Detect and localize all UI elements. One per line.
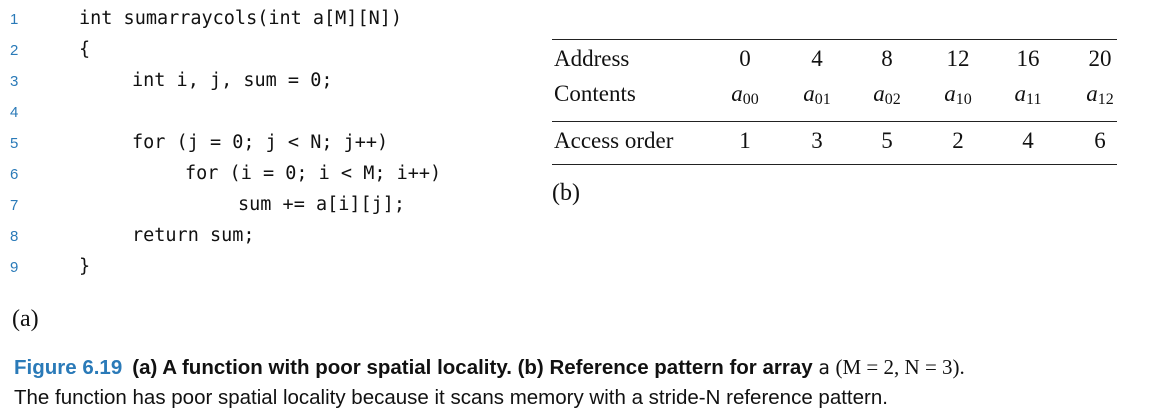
address-cell: 0 (739, 46, 751, 71)
contents-row-label: Contents (554, 81, 636, 106)
table-rule-bottom (552, 164, 1117, 165)
address-row: Address 0 4 8 12 16 20 (552, 46, 1117, 76)
contents-cell: a00 (731, 81, 759, 108)
code-text: int i, j, sum = 0; (132, 70, 333, 91)
line-number: 4 (10, 104, 19, 121)
line-number: 5 (10, 135, 19, 152)
access-order-cell: 5 (881, 128, 893, 153)
code-text: sum += a[i][j]; (238, 194, 406, 215)
access-order-cell: 4 (1022, 128, 1034, 153)
caption-array-name: a (818, 357, 830, 379)
line-number: 6 (10, 166, 19, 183)
caption-body: The function has poor spatial locality b… (14, 386, 888, 409)
line-number: 2 (10, 42, 19, 59)
access-order-row-label: Access order (554, 128, 674, 153)
table-rule-middle (552, 121, 1117, 122)
figure-number: Figure 6.19 (14, 356, 123, 379)
address-cell: 4 (811, 46, 823, 71)
line-number: 7 (10, 197, 19, 214)
address-cell: 16 (1016, 46, 1040, 71)
contents-row: Contents a00 a01 a02 a10 a11 a12 (552, 81, 1117, 111)
address-row-label: Address (554, 46, 630, 71)
contents-cell: a02 (873, 81, 901, 108)
line-number: 1 (10, 11, 19, 28)
caption-title-line: Figure 6.19 (a) A function with poor spat… (14, 353, 1154, 383)
access-order-cell: 2 (952, 128, 964, 153)
contents-cell: a11 (1014, 81, 1042, 108)
code-text: for (j = 0; j < N; j++) (132, 132, 389, 153)
address-cell: 8 (881, 46, 893, 71)
code-text: for (i = 0; i < M; i++) (185, 163, 442, 184)
address-cell: 12 (946, 46, 970, 71)
contents-cell: a10 (944, 81, 972, 108)
address-cell: 20 (1088, 46, 1112, 71)
access-order-row: Access order 1 3 5 2 4 6 (552, 128, 1117, 158)
code-text: } (79, 256, 91, 277)
code-text: { (79, 39, 91, 60)
line-number: 9 (10, 259, 19, 276)
contents-cell: a01 (803, 81, 831, 108)
code-text: int sumarraycols(int a[M][N]) (79, 8, 403, 29)
contents-cell: a12 (1086, 81, 1114, 108)
access-order-cell: 3 (811, 128, 823, 153)
code-text: return sum; (132, 225, 255, 246)
caption-title: (a) A function with poor spatial localit… (132, 356, 813, 379)
figure-caption: Figure 6.19 (a) A function with poor spat… (14, 353, 1154, 412)
panel-a-label: (a) (12, 306, 39, 332)
caption-dimensions: (M = 2, N = 3). (835, 355, 965, 379)
access-order-cell: 1 (739, 128, 751, 153)
table-rule-top (552, 39, 1117, 40)
panel-b-label: (b) (552, 180, 580, 206)
line-number: 8 (10, 228, 19, 245)
line-number: 3 (10, 73, 19, 90)
access-order-cell: 6 (1094, 128, 1106, 153)
